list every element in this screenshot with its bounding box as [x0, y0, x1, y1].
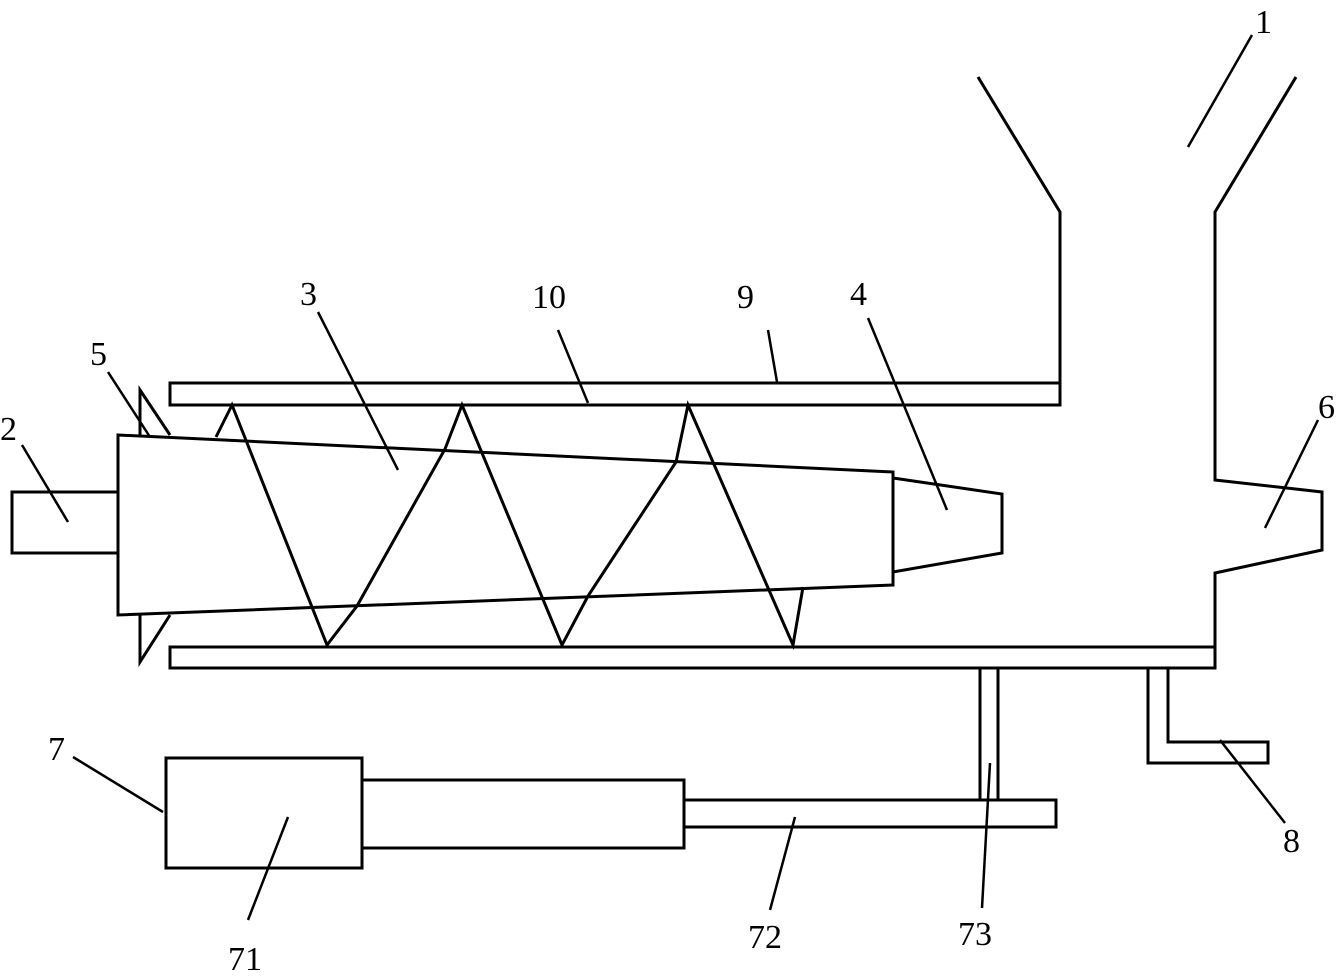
leader-line: [246, 816, 290, 921]
label-5: 5: [90, 336, 107, 373]
leader-line: [766, 329, 779, 383]
barrel-bottom-plate: [168, 645, 1217, 670]
piston-rod: [682, 798, 1058, 829]
leader-line: [20, 444, 70, 523]
label-2: 2: [0, 411, 17, 448]
motor-shaft: [10, 490, 118, 555]
hopper-left-wall: [976, 76, 1062, 405]
label-72: 72: [748, 919, 782, 956]
label-3: 3: [300, 276, 317, 313]
barrel-top-plate: [168, 381, 1062, 407]
label-1: 1: [1255, 4, 1272, 41]
label-10: 10: [532, 279, 566, 316]
leader-line: [768, 816, 797, 911]
core-tip: [891, 476, 1004, 574]
leader-line: [72, 755, 164, 814]
label-6: 6: [1318, 389, 1335, 426]
leader-line: [316, 311, 400, 471]
label-9: 9: [737, 279, 754, 316]
hopper-right-wall-and-housing: [1213, 76, 1324, 668]
leader-line: [106, 371, 152, 438]
label-8: 8: [1283, 823, 1300, 860]
rear-flange-bottom: [138, 614, 172, 668]
screw-core: [116, 433, 895, 617]
screw-flight: [214, 400, 805, 651]
leader-line: [1186, 34, 1254, 148]
leader-line: [556, 329, 590, 404]
leader-line: [1263, 419, 1320, 529]
leader-line: [1219, 739, 1286, 824]
actuator-body: [164, 756, 364, 870]
drain-pipe: [1146, 668, 1270, 765]
label-73: 73: [958, 916, 992, 953]
label-4: 4: [850, 276, 867, 313]
label-71: 71: [228, 941, 262, 978]
leader-line: [980, 762, 992, 909]
leader-line: [866, 317, 949, 511]
label-7: 7: [48, 731, 65, 768]
actuator-barrel: [360, 778, 686, 850]
